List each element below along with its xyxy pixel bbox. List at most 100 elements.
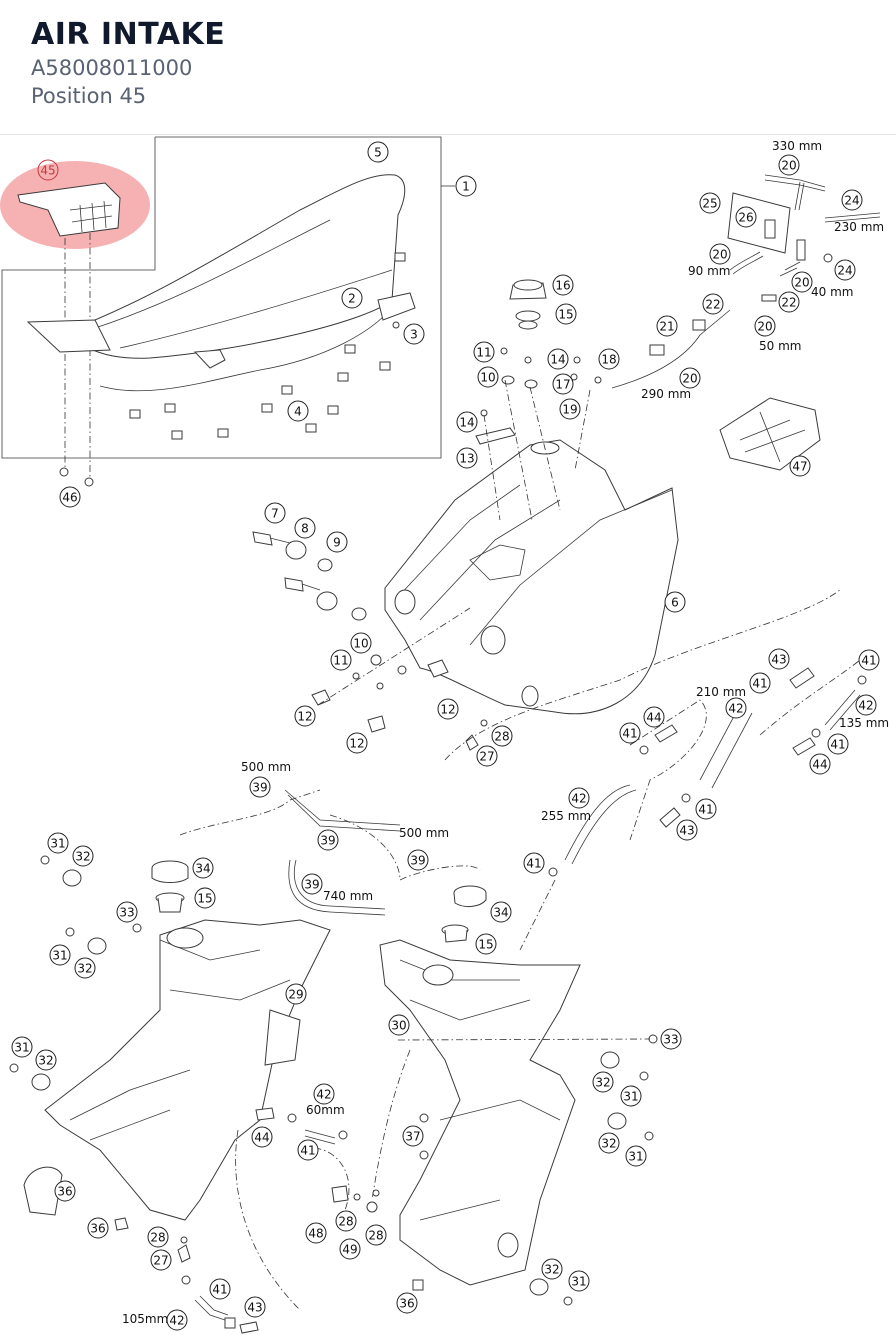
callout-43[interactable]: 43 [676, 819, 698, 841]
callout-19[interactable]: 19 [559, 398, 581, 420]
callout-12[interactable]: 12 [294, 705, 316, 727]
callout-42[interactable]: 42 [166, 1309, 188, 1331]
callout-31[interactable]: 31 [11, 1036, 33, 1058]
callout-22[interactable]: 22 [778, 291, 800, 313]
callout-9[interactable]: 9 [326, 531, 348, 553]
callout-5[interactable]: 5 [367, 141, 389, 163]
callout-11[interactable]: 11 [330, 649, 352, 671]
callout-12[interactable]: 12 [437, 698, 459, 720]
callout-7[interactable]: 7 [264, 502, 286, 524]
fuel-tank-part[interactable] [384, 439, 679, 715]
callout-33[interactable]: 33 [660, 1028, 682, 1050]
callout-31[interactable]: 31 [49, 944, 71, 966]
callout-2[interactable]: 2 [341, 287, 363, 309]
callout-18[interactable]: 18 [598, 348, 620, 370]
callout-42[interactable]: 42 [855, 694, 877, 716]
callout-29[interactable]: 29 [285, 983, 307, 1005]
callout-20[interactable]: 20 [778, 154, 800, 176]
left-side-tank-part[interactable] [44, 919, 331, 1221]
callout-44[interactable]: 44 [643, 706, 665, 728]
callout-32[interactable]: 32 [35, 1049, 57, 1071]
callout-15[interactable]: 15 [475, 933, 497, 955]
callout-4[interactable]: 4 [287, 400, 309, 422]
callout-49[interactable]: 49 [339, 1238, 361, 1260]
callout-32[interactable]: 32 [72, 845, 94, 867]
callout-31[interactable]: 31 [568, 1270, 590, 1292]
callout-33[interactable]: 33 [116, 901, 138, 923]
callout-42[interactable]: 42 [313, 1083, 335, 1105]
callout-41[interactable]: 41 [619, 722, 641, 744]
callout-28[interactable]: 28 [147, 1226, 169, 1248]
callout-36[interactable]: 36 [87, 1217, 109, 1239]
callout-43[interactable]: 43 [768, 648, 790, 670]
callout-34[interactable]: 34 [192, 857, 214, 879]
callout-20[interactable]: 20 [791, 271, 813, 293]
callout-30[interactable]: 30 [388, 1014, 410, 1036]
callout-41[interactable]: 41 [858, 649, 880, 671]
callout-28[interactable]: 28 [335, 1210, 357, 1232]
callout-17[interactable]: 17 [552, 373, 574, 395]
bracket-part[interactable] [719, 397, 821, 471]
callout-16[interactable]: 16 [552, 274, 574, 296]
right-side-tank-part[interactable] [379, 939, 581, 1286]
callout-41[interactable]: 41 [827, 733, 849, 755]
callout-28[interactable]: 28 [491, 725, 513, 747]
callout-3[interactable]: 3 [403, 323, 425, 345]
callout-1[interactable]: 1 [455, 175, 477, 197]
callout-42[interactable]: 42 [568, 787, 590, 809]
callout-41[interactable]: 41 [209, 1278, 231, 1300]
callout-32[interactable]: 32 [541, 1258, 563, 1280]
callout-42[interactable]: 42 [725, 697, 747, 719]
callout-10[interactable]: 10 [477, 366, 499, 388]
callout-10[interactable]: 10 [350, 632, 372, 654]
seat-part[interactable] [26, 174, 416, 392]
callout-44[interactable]: 44 [809, 753, 831, 775]
callout-45[interactable]: 45 [37, 159, 59, 181]
callout-20[interactable]: 20 [754, 315, 776, 337]
callout-15[interactable]: 15 [555, 303, 577, 325]
callout-26[interactable]: 26 [735, 206, 757, 228]
callout-41[interactable]: 41 [297, 1139, 319, 1161]
callout-14[interactable]: 14 [547, 348, 569, 370]
callout-39[interactable]: 39 [317, 829, 339, 851]
callout-37[interactable]: 37 [402, 1125, 424, 1147]
callout-32[interactable]: 32 [74, 957, 96, 979]
callout-47[interactable]: 47 [789, 455, 811, 477]
callout-36[interactable]: 36 [396, 1292, 418, 1314]
callout-43[interactable]: 43 [244, 1296, 266, 1318]
callout-31[interactable]: 31 [47, 832, 69, 854]
callout-31[interactable]: 31 [620, 1085, 642, 1107]
callout-24[interactable]: 24 [841, 189, 863, 211]
callout-39[interactable]: 39 [407, 849, 429, 871]
callout-21[interactable]: 21 [656, 315, 678, 337]
callout-27[interactable]: 27 [476, 745, 498, 767]
callout-41[interactable]: 41 [749, 672, 771, 694]
callout-27[interactable]: 27 [150, 1249, 172, 1271]
callout-39[interactable]: 39 [301, 873, 323, 895]
callout-32[interactable]: 32 [598, 1132, 620, 1154]
callout-28[interactable]: 28 [365, 1224, 387, 1246]
callout-12[interactable]: 12 [346, 732, 368, 754]
callout-48[interactable]: 48 [305, 1222, 327, 1244]
callout-39[interactable]: 39 [249, 776, 271, 798]
callout-44[interactable]: 44 [251, 1126, 273, 1148]
callout-32[interactable]: 32 [592, 1071, 614, 1093]
callout-41[interactable]: 41 [695, 798, 717, 820]
callout-34[interactable]: 34 [490, 901, 512, 923]
callout-15[interactable]: 15 [194, 887, 216, 909]
air-intake-cover-part[interactable] [17, 182, 121, 478]
callout-11[interactable]: 11 [473, 341, 495, 363]
callout-14[interactable]: 14 [456, 411, 478, 433]
callout-24[interactable]: 24 [834, 259, 856, 281]
callout-31[interactable]: 31 [625, 1145, 647, 1167]
callout-22[interactable]: 22 [702, 293, 724, 315]
callout-20[interactable]: 20 [679, 367, 701, 389]
callout-8[interactable]: 8 [294, 517, 316, 539]
callout-41[interactable]: 41 [523, 852, 545, 874]
callout-20[interactable]: 20 [709, 243, 731, 265]
callout-46[interactable]: 46 [59, 486, 81, 508]
callout-13[interactable]: 13 [456, 447, 478, 469]
callout-6[interactable]: 6 [664, 591, 686, 613]
callout-36[interactable]: 36 [54, 1180, 76, 1202]
callout-25[interactable]: 25 [699, 192, 721, 214]
